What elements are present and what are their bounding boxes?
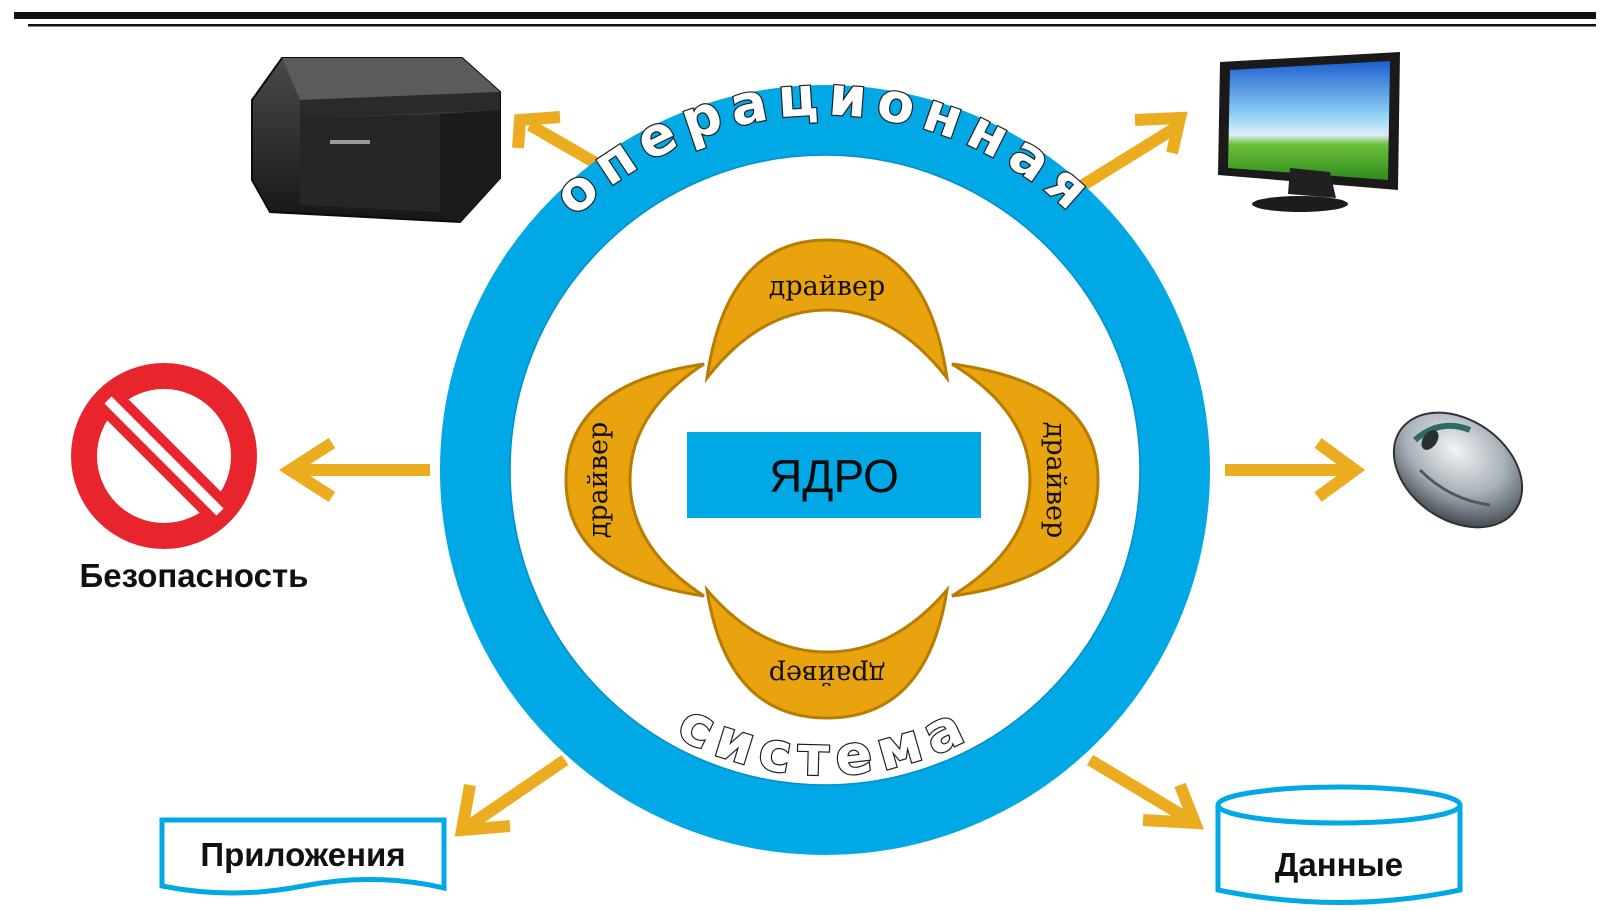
kernel-label: ЯДРО xyxy=(769,450,899,502)
drivers xyxy=(564,238,1100,720)
kernel-box xyxy=(687,432,981,518)
no-entry-icon xyxy=(71,363,257,549)
applications-label: Приложения xyxy=(200,836,405,873)
arrows xyxy=(278,111,1366,837)
security-label: Безопасность xyxy=(80,557,309,594)
driver-top-label: драйвер xyxy=(769,271,885,302)
os-ring xyxy=(440,85,1210,855)
driver-crescent-left xyxy=(564,362,705,598)
arrow-to-data xyxy=(1086,754,1205,830)
printer-icon xyxy=(251,57,501,224)
arrow-to-mouse xyxy=(1225,438,1366,502)
arrow-to-security xyxy=(278,437,430,503)
driver-bottom-label: драйвер xyxy=(769,659,885,690)
os-ring-inner-edge xyxy=(509,154,1141,786)
data-label: Данные xyxy=(1275,846,1403,883)
applications-document-icon xyxy=(159,817,447,896)
driver-left-label: драйвер xyxy=(583,422,614,538)
driver-right-label: драйвер xyxy=(1040,422,1071,538)
driver-crescent-top xyxy=(704,238,950,384)
header-rule-thin xyxy=(28,24,1596,27)
monitor-icon xyxy=(1218,52,1400,212)
database-icon xyxy=(1215,784,1463,905)
arrow-to-applications xyxy=(454,755,569,837)
header-rule-thick xyxy=(14,12,1596,19)
driver-crescent-right xyxy=(951,362,1100,598)
arrow-to-monitor xyxy=(1071,111,1188,196)
driver-crescent-bottom xyxy=(704,585,950,720)
mouse-icon xyxy=(1392,411,1524,529)
